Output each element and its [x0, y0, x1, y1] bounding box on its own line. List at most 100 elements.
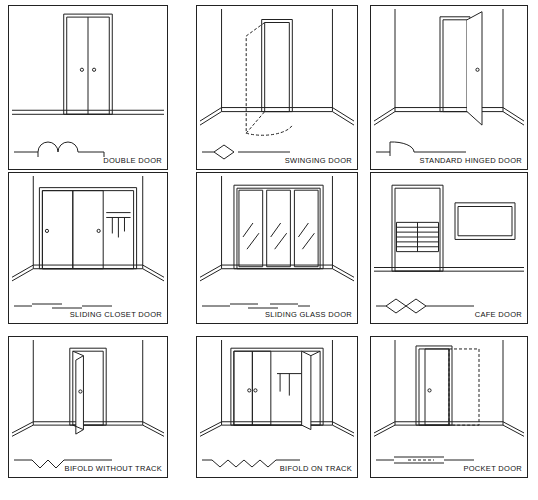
door-illustration — [200, 176, 354, 308]
door-panel: SLIDING GLASS DOOR — [196, 172, 358, 324]
line-art — [397, 237, 439, 238]
line-art — [392, 185, 443, 271]
line-art — [237, 188, 320, 269]
line-art — [42, 191, 133, 269]
line-art — [33, 340, 142, 425]
line-art — [200, 269, 354, 281]
line-art — [298, 223, 314, 249]
line-art — [449, 349, 479, 425]
line-art — [106, 213, 130, 218]
line-art — [12, 422, 164, 433]
door-knob — [476, 68, 479, 71]
line-art — [246, 125, 292, 135]
door-knob — [45, 229, 48, 232]
line-art — [38, 142, 78, 152]
line-art — [200, 108, 354, 122]
door-knob — [79, 390, 82, 393]
door-knob — [248, 389, 251, 392]
door-illustration — [374, 185, 524, 313]
door-panel: BIFOLD WITHOUT TRACK — [8, 336, 168, 478]
line-art — [397, 227, 439, 228]
line-art — [374, 108, 524, 122]
line-art — [397, 241, 439, 242]
line-art — [386, 299, 426, 313]
door-knob — [97, 229, 100, 232]
line-art — [73, 351, 84, 434]
line-art — [234, 185, 323, 269]
door-knob — [254, 389, 257, 392]
line-art — [440, 17, 470, 112]
line-art — [243, 223, 259, 249]
line-art — [390, 142, 414, 152]
door-illustration — [200, 9, 354, 159]
door-panel: STANDARD HINGED DOOR — [370, 5, 528, 170]
line-art — [14, 152, 104, 157]
line-art — [416, 346, 452, 425]
line-art — [222, 176, 333, 269]
line-art — [14, 304, 112, 308]
line-art — [397, 246, 439, 247]
door-knob — [92, 68, 95, 71]
door-panel: POCKET DOOR — [370, 336, 528, 478]
line-art — [239, 190, 263, 267]
line-art — [64, 14, 113, 114]
line-art — [214, 145, 234, 159]
line-art — [70, 348, 106, 425]
door-panel: SWINGING DOOR — [196, 5, 358, 170]
line-art — [408, 460, 434, 461]
line-art — [246, 23, 264, 134]
line-art — [376, 457, 474, 463]
door-type-label: STANDARD HINGED DOOR — [418, 157, 523, 165]
door-panel: SLIDING CLOSET DOOR — [8, 172, 168, 324]
door-type-label: POCKET DOOR — [462, 465, 523, 473]
line-art — [262, 20, 293, 112]
line-art — [467, 12, 482, 125]
line-art — [200, 422, 354, 433]
line-art — [397, 232, 439, 233]
door-type-label: SLIDING CLOSET DOOR — [69, 311, 163, 319]
door-type-label: CAFE DOOR — [474, 311, 523, 319]
line-art — [202, 460, 300, 461]
door-illustration — [12, 176, 164, 308]
door-knob — [80, 68, 83, 71]
line-art — [67, 17, 110, 114]
door-illustration — [374, 340, 524, 463]
door-knob — [428, 389, 431, 392]
line-art — [234, 351, 252, 425]
door-panel: BIFOLD ON TRACK — [196, 336, 358, 478]
door-illustration — [374, 9, 524, 156]
line-art — [395, 188, 440, 271]
line-art — [200, 425, 354, 436]
line-art — [32, 460, 64, 468]
door-type-label: SLIDING GLASS DOOR — [264, 311, 353, 319]
line-art — [73, 425, 84, 429]
door-type-label: DOUBLE DOOR — [102, 157, 163, 165]
line-art — [458, 207, 512, 236]
line-art — [302, 351, 320, 429]
line-art — [419, 349, 449, 425]
line-art — [12, 425, 164, 436]
line-art — [39, 188, 136, 269]
door-illustration — [12, 340, 164, 468]
door-illustration — [12, 14, 164, 157]
line-art — [277, 374, 302, 396]
line-art — [88, 17, 89, 114]
line-art — [265, 23, 290, 112]
line-art — [294, 190, 318, 267]
line-art — [33, 176, 142, 269]
line-art — [374, 425, 524, 436]
line-art — [112, 217, 124, 237]
door-type-label: BIFOLD ON TRACK — [279, 465, 353, 473]
line-art — [200, 112, 354, 126]
door-panel: DOUBLE DOOR — [8, 5, 168, 170]
line-art — [42, 191, 72, 269]
line-art — [374, 112, 524, 126]
line-art — [395, 340, 503, 425]
line-art — [443, 20, 467, 112]
line-art — [455, 203, 515, 240]
line-art — [73, 191, 103, 269]
line-art — [212, 460, 276, 467]
line-art — [12, 269, 164, 281]
line-art — [12, 265, 164, 277]
line-art — [395, 9, 503, 112]
